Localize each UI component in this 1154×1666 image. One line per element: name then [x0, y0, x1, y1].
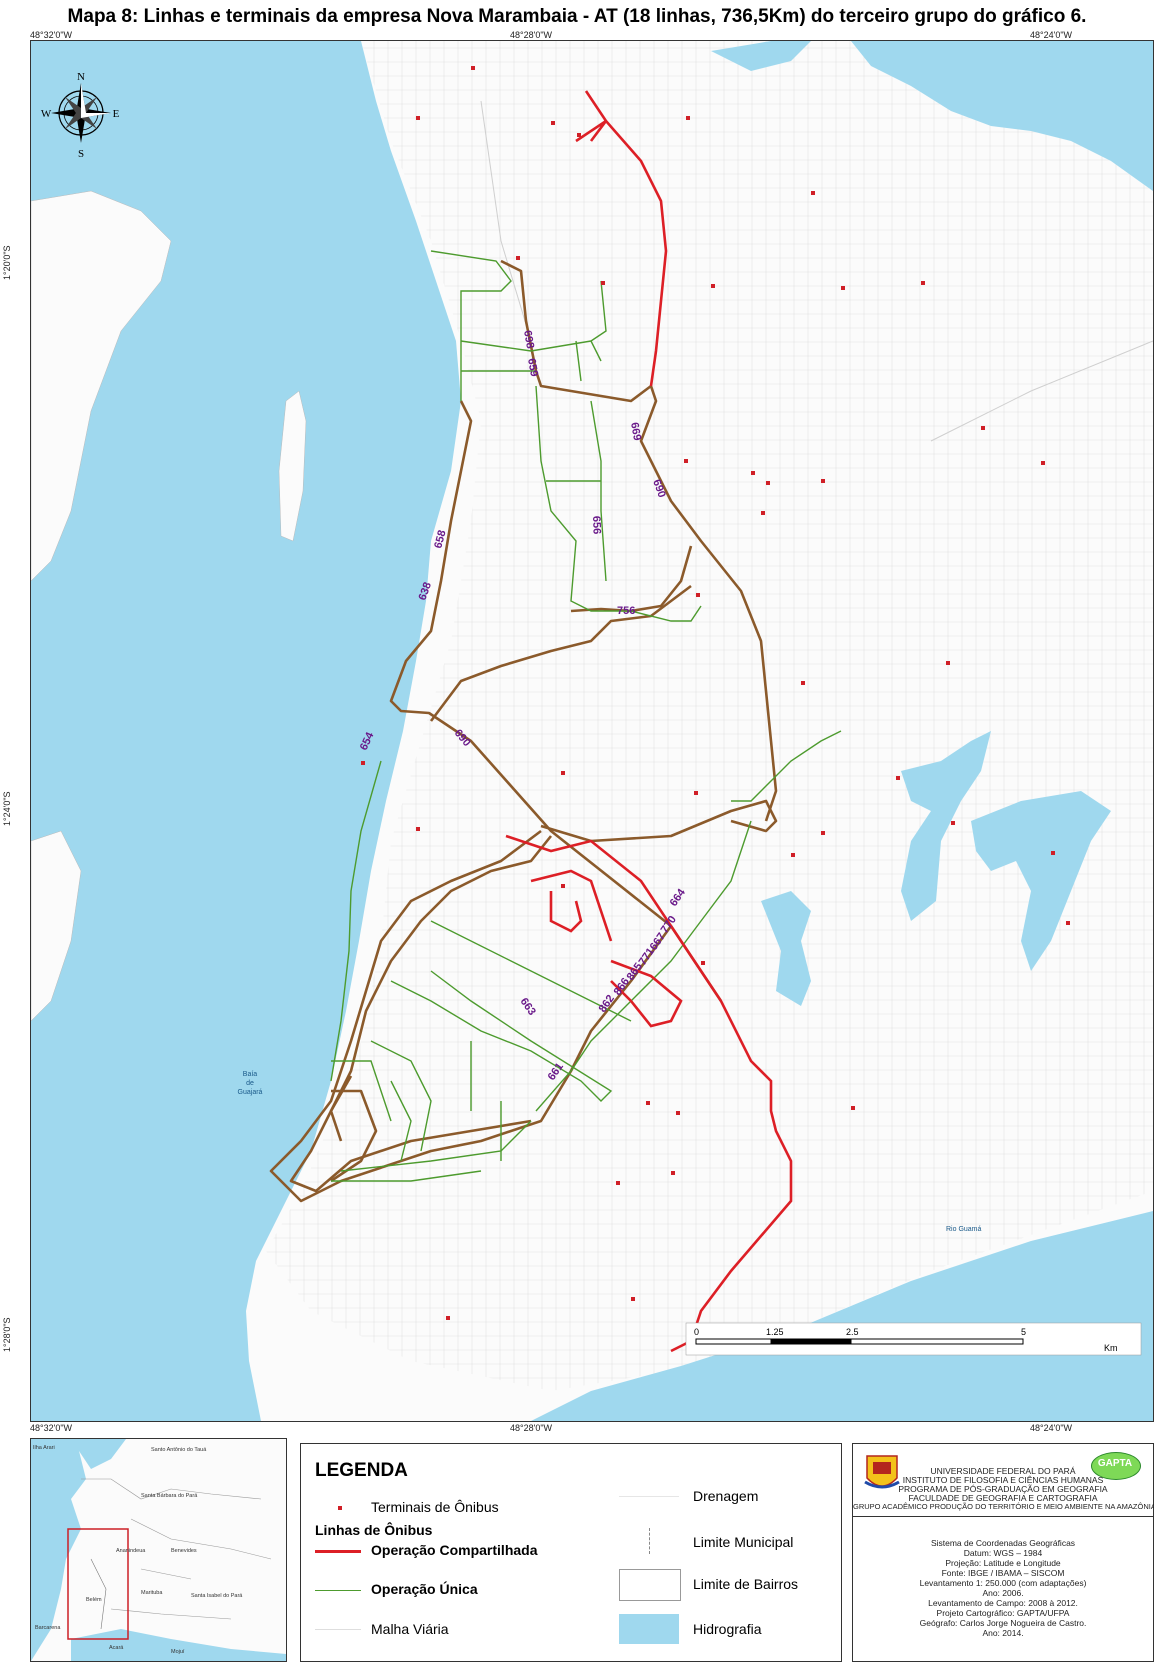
credit-line: FACULDADE DE GEOGRAFIA E CARTOGRAFIA: [908, 1493, 1098, 1503]
scale-unit: Km: [1104, 1343, 1118, 1353]
inset-label: Ilha Arari: [33, 1445, 55, 1451]
map-title: Mapa 8: Linhas e terminais da empresa No…: [67, 6, 1087, 27]
river-water: [531, 1211, 1153, 1421]
north-letter: N: [77, 71, 85, 83]
scale-tick: 0: [694, 1327, 699, 1337]
credit-line: PROGRAMA DE PÓS-GRADUAÇÃO EM GEOGRAFIA: [898, 1484, 1108, 1494]
inset-label: Ananindeua: [116, 1548, 146, 1554]
lake-1: [901, 731, 991, 921]
inset-label: Mojuí: [171, 1649, 185, 1655]
line-label: 638: [417, 581, 435, 602]
island-2: [31, 190, 172, 582]
east-letter: E: [113, 108, 120, 120]
inset-label: Belém: [86, 1597, 102, 1603]
detail-line: Sistema de Coordenadas Geográficas: [930, 1538, 1076, 1548]
inset-label: Benevides: [171, 1548, 197, 1554]
coord-left-1: 1°20'0"S: [2, 245, 12, 280]
scale-tick: 2.5: [846, 1327, 859, 1337]
line-label: 669: [628, 421, 643, 441]
single-line-symbol: [315, 1590, 361, 1591]
municipal-symbol: [649, 1528, 650, 1554]
island-1: [278, 390, 307, 542]
districts-symbol: [619, 1569, 681, 1601]
legend-hydro: Hidrografia: [693, 1621, 762, 1637]
inset-label: Acará: [109, 1645, 124, 1651]
line-label: 690: [650, 478, 668, 499]
scale-tick: 5: [1021, 1327, 1026, 1337]
detail-line: Projeção: Latitude e Longitude: [945, 1558, 1061, 1568]
lake-3: [971, 791, 1111, 971]
inset-label: Marituba: [141, 1590, 163, 1596]
legend-shared: Operação Compartilhada: [371, 1542, 538, 1558]
brown-bus-lines: [269, 259, 778, 1203]
detail-line: Fonte: IBGE / IBAMA – SISCOM: [941, 1568, 1065, 1578]
detail-line: Ano: 2006.: [982, 1588, 1024, 1598]
inset-label: Barcarena: [35, 1625, 61, 1631]
north-arrow: N S E W: [41, 71, 120, 160]
drainage-symbol: [619, 1496, 679, 1497]
ufpa-seal: [864, 1455, 900, 1489]
detail-line: Levantamento 1: 250.000 (com adaptações): [919, 1578, 1087, 1588]
bay-water: [31, 41, 461, 1421]
gapta-badge-text: GAPTA: [1097, 1458, 1133, 1469]
line-label: 656: [590, 516, 603, 535]
river-label: Rio Guamá: [946, 1226, 982, 1233]
coord-bottom-left: 48°32'0"W: [30, 1423, 73, 1433]
line-label: 698: [521, 329, 536, 349]
inset-label: Santo Antônio do Tauá: [151, 1447, 207, 1453]
coord-left-3: 1°28'0"S: [2, 1317, 12, 1352]
scale-bar: 0 1.25 2.5 5 Km: [685, 1322, 1142, 1356]
credit-line: UNIVERSIDADE FEDERAL DO PARÁ: [930, 1466, 1076, 1476]
inset-map[interactable]: Ilha Arari Santo Antônio do Tauá Santa B…: [30, 1438, 287, 1662]
shared-line-symbol: [315, 1550, 361, 1553]
detail-line: Projeto Cartográfico: GAPTA/UFPA: [936, 1608, 1070, 1618]
legend-districts: Limite de Bairros: [693, 1576, 799, 1592]
coord-bottom-mid: 48°28'0"W: [510, 1423, 553, 1433]
legend-terminals: Terminais de Ônibus: [371, 1499, 499, 1515]
hydro-symbol: [619, 1614, 679, 1644]
land-area: [266, 41, 1153, 1391]
south-letter: S: [78, 148, 84, 160]
inset-label: Santa Bárbara do Pará: [141, 1493, 198, 1499]
gapta-badge: [1091, 1452, 1141, 1480]
detail-line: Levantamento de Campo: 2008 à 2012.: [928, 1598, 1078, 1608]
line-label: 658: [432, 529, 448, 550]
credits-box: GAPTA UNIVERSIDADE FEDERAL DO PARÁ INSTI…: [852, 1443, 1154, 1662]
line-label: 756: [617, 605, 635, 617]
detail-line: Datum: WGS – 1984: [963, 1548, 1043, 1558]
line-label: 659: [525, 357, 540, 377]
northeast-water: [851, 41, 1153, 191]
legend-single: Operação Única: [371, 1581, 478, 1597]
red-bus-lines: [505, 90, 793, 1353]
inset-canvas: Ilha Arari Santo Antônio do Tauá Santa B…: [31, 1439, 286, 1661]
west-letter: W: [41, 108, 52, 120]
green-bus-lines: [330, 250, 842, 1182]
roads-symbol: [315, 1629, 361, 1630]
coord-top-right: 48°24'0"W: [1030, 30, 1073, 40]
coord-top-left: 48°32'0"W: [30, 30, 73, 40]
legend-drainage: Drenagem: [693, 1488, 759, 1504]
legend-box: LEGENDA Terminais de Ônibus Linhas de Ôn…: [300, 1443, 842, 1662]
credits-divider: [853, 1516, 1153, 1517]
detail-line: Ano: 2014.: [982, 1628, 1024, 1638]
detail-line: Geógrafo: Carlos Jorge Nogueira de Castr…: [919, 1618, 1087, 1628]
legend-municipal: Limite Municipal: [693, 1534, 794, 1550]
coord-top-mid: 48°28'0"W: [510, 30, 553, 40]
lake-2: [761, 891, 811, 1006]
scale-tick: 1.25: [766, 1327, 784, 1337]
coord-left-2: 1°24'0"S: [2, 791, 12, 826]
credit-line: GRUPO ACADÊMICO PRODUÇÃO DO TERRITÓRIO E…: [853, 1502, 1154, 1511]
legend-lines-heading: Linhas de Ônibus: [315, 1522, 433, 1538]
credit-line: INSTITUTO DE FILOSOFIA E CIÊNCIAS HUMANA…: [902, 1475, 1104, 1485]
legend-roads: Malha Viária: [371, 1621, 449, 1637]
bus-terminals: [361, 66, 1070, 1320]
coord-bottom-right: 48°24'0"W: [1030, 1423, 1073, 1433]
legend-title: LEGENDA: [315, 1460, 408, 1481]
inset-label: Santa Isabel do Pará: [191, 1593, 243, 1599]
terminal-symbol: [338, 1506, 342, 1510]
inset-highlight: [67, 1528, 129, 1640]
